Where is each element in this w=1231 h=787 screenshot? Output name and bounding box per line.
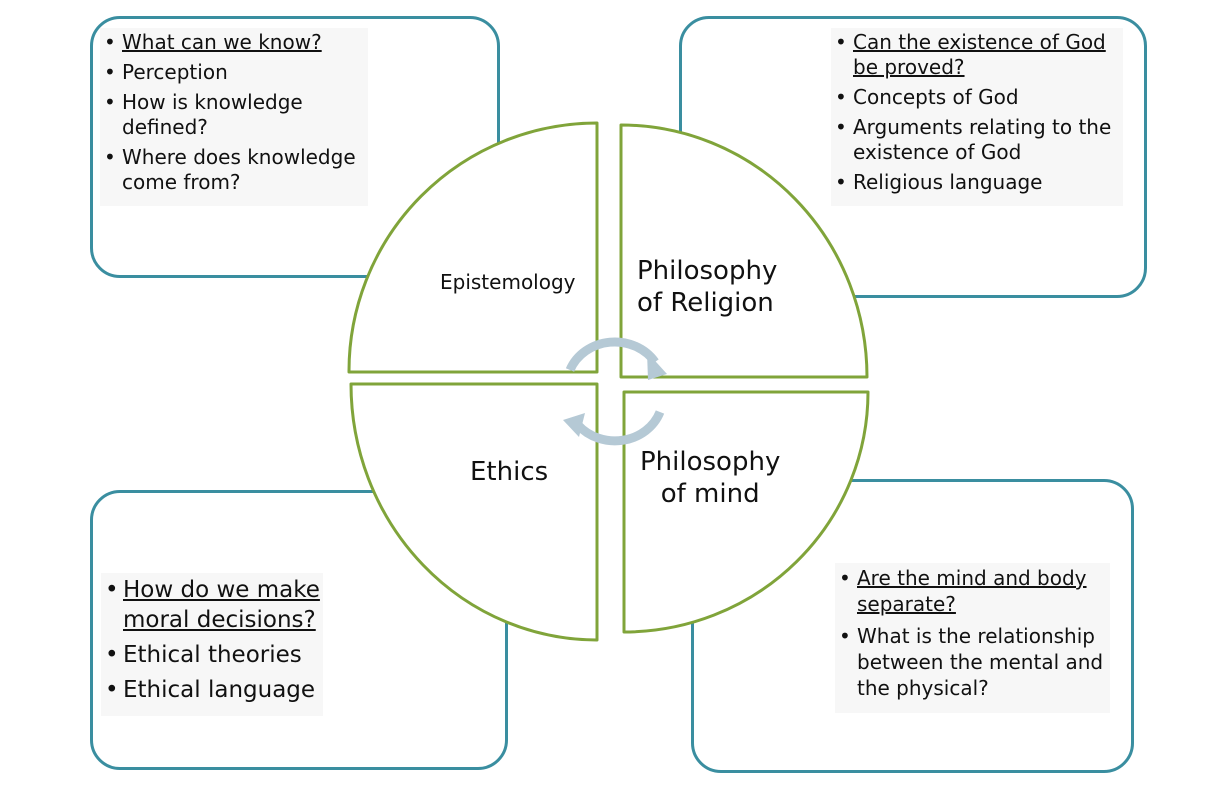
list-item: Religious language — [831, 170, 1123, 195]
list-item: Ethical language — [101, 675, 323, 705]
list-item: Concepts of God — [831, 85, 1123, 110]
list-item: Where does knowledge come from? — [100, 145, 368, 195]
ethics-list: How do we make moral decisions? Ethical … — [101, 573, 323, 716]
quadrant-religion — [619, 123, 869, 379]
cycle-arrows-icon — [563, 337, 667, 446]
religion-title-line2: of Religion — [637, 288, 774, 318]
mind-title: Philosophy of mind — [640, 446, 780, 510]
mind-title-line2: of mind — [660, 479, 760, 509]
list-item: Can the existence of God be proved? — [831, 30, 1123, 80]
list-item: Arguments relating to the existence of G… — [831, 115, 1123, 165]
religion-title-line1: Philosophy — [637, 256, 778, 286]
religion-list: Can the existence of God be proved? Conc… — [831, 28, 1123, 206]
list-item: How do we make moral decisions? — [101, 575, 323, 635]
list-item: Ethical theories — [101, 640, 323, 670]
list-item: How is knowledge defined? — [100, 90, 368, 140]
list-item: What can we know? — [100, 30, 368, 55]
mind-list: Are the mind and body separate? What is … — [835, 563, 1110, 713]
list-item: Are the mind and body separate? — [835, 565, 1110, 617]
epistemology-title: Epistemology — [440, 270, 576, 294]
religion-title: Philosophy of Religion — [637, 255, 777, 319]
epistemology-list: What can we know? Perception How is know… — [100, 28, 368, 206]
list-item: Perception — [100, 60, 368, 85]
mind-title-line1: Philosophy — [640, 447, 781, 477]
list-item: What is the relationship between the men… — [835, 623, 1110, 701]
quadrant-ethics — [349, 382, 599, 642]
quadrant-mind — [622, 390, 870, 634]
quadrant-epistemology — [347, 121, 599, 374]
ethics-title: Ethics — [470, 457, 549, 487]
